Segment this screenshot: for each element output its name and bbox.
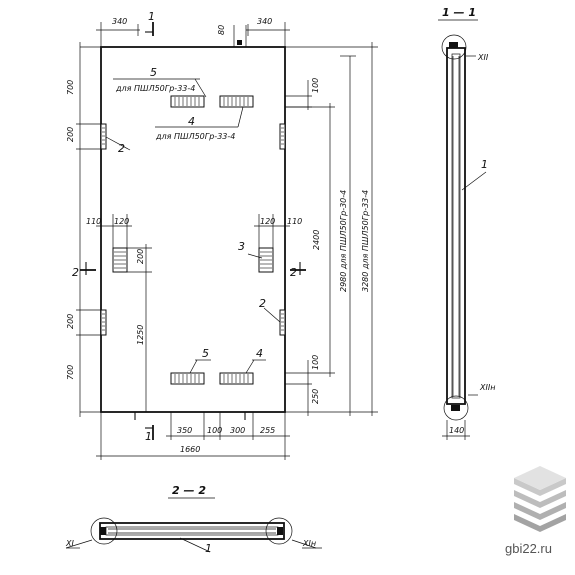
dim-overall-2980: 2980 для ПШЛ50Гр-30-4 bbox=[339, 190, 348, 292]
label-item-4-bottom: 4 bbox=[256, 347, 263, 360]
dim-right-250: 250 bbox=[311, 389, 320, 404]
dim-bottom-350: 350 bbox=[177, 426, 192, 435]
callout-xin: XIн bbox=[302, 539, 316, 548]
callout-xiin: XIIн bbox=[479, 383, 495, 392]
dim-top-left: 340 bbox=[112, 17, 127, 26]
dim-left-200-bottom: 200 bbox=[66, 314, 75, 329]
dim-mid-110-left: 110 bbox=[86, 217, 101, 226]
watermark-site: gbi22.ru bbox=[505, 541, 552, 556]
dim-bottom-100: 100 bbox=[207, 426, 222, 435]
embed-item-5-bottom bbox=[170, 372, 205, 385]
dim-1250: 1250 bbox=[136, 325, 145, 345]
dim-80: 80 bbox=[217, 25, 226, 35]
dim-overall-3280: 3280 для ПШЛ50Гр-33-4 bbox=[361, 190, 370, 292]
embed-item-4-bottom bbox=[219, 372, 254, 385]
dims-mid: 110 120 120 110 bbox=[86, 214, 302, 248]
section-2-2-item: 1 bbox=[205, 542, 212, 555]
callout-circle-left bbox=[90, 517, 118, 545]
label-item-5-top: 5 bbox=[150, 66, 157, 79]
callout-xi: XI bbox=[65, 539, 74, 548]
embed-item-5-top bbox=[170, 95, 205, 108]
dim-right-100-top: 100 bbox=[311, 78, 320, 93]
label-item-4-top: 4 bbox=[188, 115, 195, 128]
dim-right-100-bottom: 100 bbox=[311, 355, 320, 370]
dim-2400: 2400 bbox=[312, 230, 321, 250]
note-item-4-top: для ПШЛ50Гр-33-4 bbox=[155, 132, 235, 141]
dim-left-700-bottom: 700 bbox=[66, 365, 75, 380]
dim-mid-120-right: 120 bbox=[260, 217, 275, 226]
callout-circle-right bbox=[265, 517, 293, 545]
panel-outline bbox=[100, 46, 286, 413]
dim-mid-120-left: 120 bbox=[114, 217, 129, 226]
section-2-2: 2 — 2 XI XIн 1 bbox=[65, 484, 322, 555]
dim-bottom-255: 255 bbox=[260, 426, 275, 435]
dim-200-vertical: 200 bbox=[136, 249, 145, 264]
section-1-1-item: 1 bbox=[481, 158, 488, 171]
watermark-logo-icon bbox=[514, 466, 566, 532]
section-1-1: 1 — 1 XII XIIн 1 140 bbox=[438, 6, 495, 440]
note-item-5-top: для ПШЛ50Гр-33-4 bbox=[115, 84, 195, 93]
section-2-2-title: 2 — 2 bbox=[172, 484, 206, 497]
callout-xii: XII bbox=[477, 53, 489, 62]
label-item-2-left: 2 bbox=[118, 142, 125, 155]
label-item-2-right: 2 bbox=[259, 297, 266, 310]
dim-left-200-top: 200 bbox=[66, 127, 75, 142]
section-mark-1-bottom: 1 bbox=[145, 430, 152, 443]
callout-circle-bottom bbox=[443, 395, 469, 421]
dim-bottom-300: 300 bbox=[230, 426, 245, 435]
dim-overall-1660: 1660 bbox=[180, 445, 200, 454]
label-item-5-bottom: 5 bbox=[202, 347, 209, 360]
dim-mid-110-right: 110 bbox=[287, 217, 302, 226]
section-mark-1-top: 1 bbox=[148, 10, 155, 23]
section-mark-2-left: 2 bbox=[72, 266, 79, 279]
section-1-1-title: 1 — 1 bbox=[442, 6, 476, 19]
dim-left-700-top: 700 bbox=[66, 80, 75, 95]
section-mark-2-right: 2 bbox=[290, 266, 297, 279]
label-item-3: 3 bbox=[238, 240, 245, 253]
embed-item-4-top bbox=[219, 95, 254, 108]
dim-top-right: 340 bbox=[257, 17, 272, 26]
callout-circle-top bbox=[441, 34, 467, 60]
watermark: gbi22.ru bbox=[505, 466, 566, 556]
front-view: 340 340 1 80 700 200 200 700 bbox=[66, 10, 378, 460]
dim-140: 140 bbox=[449, 426, 464, 435]
